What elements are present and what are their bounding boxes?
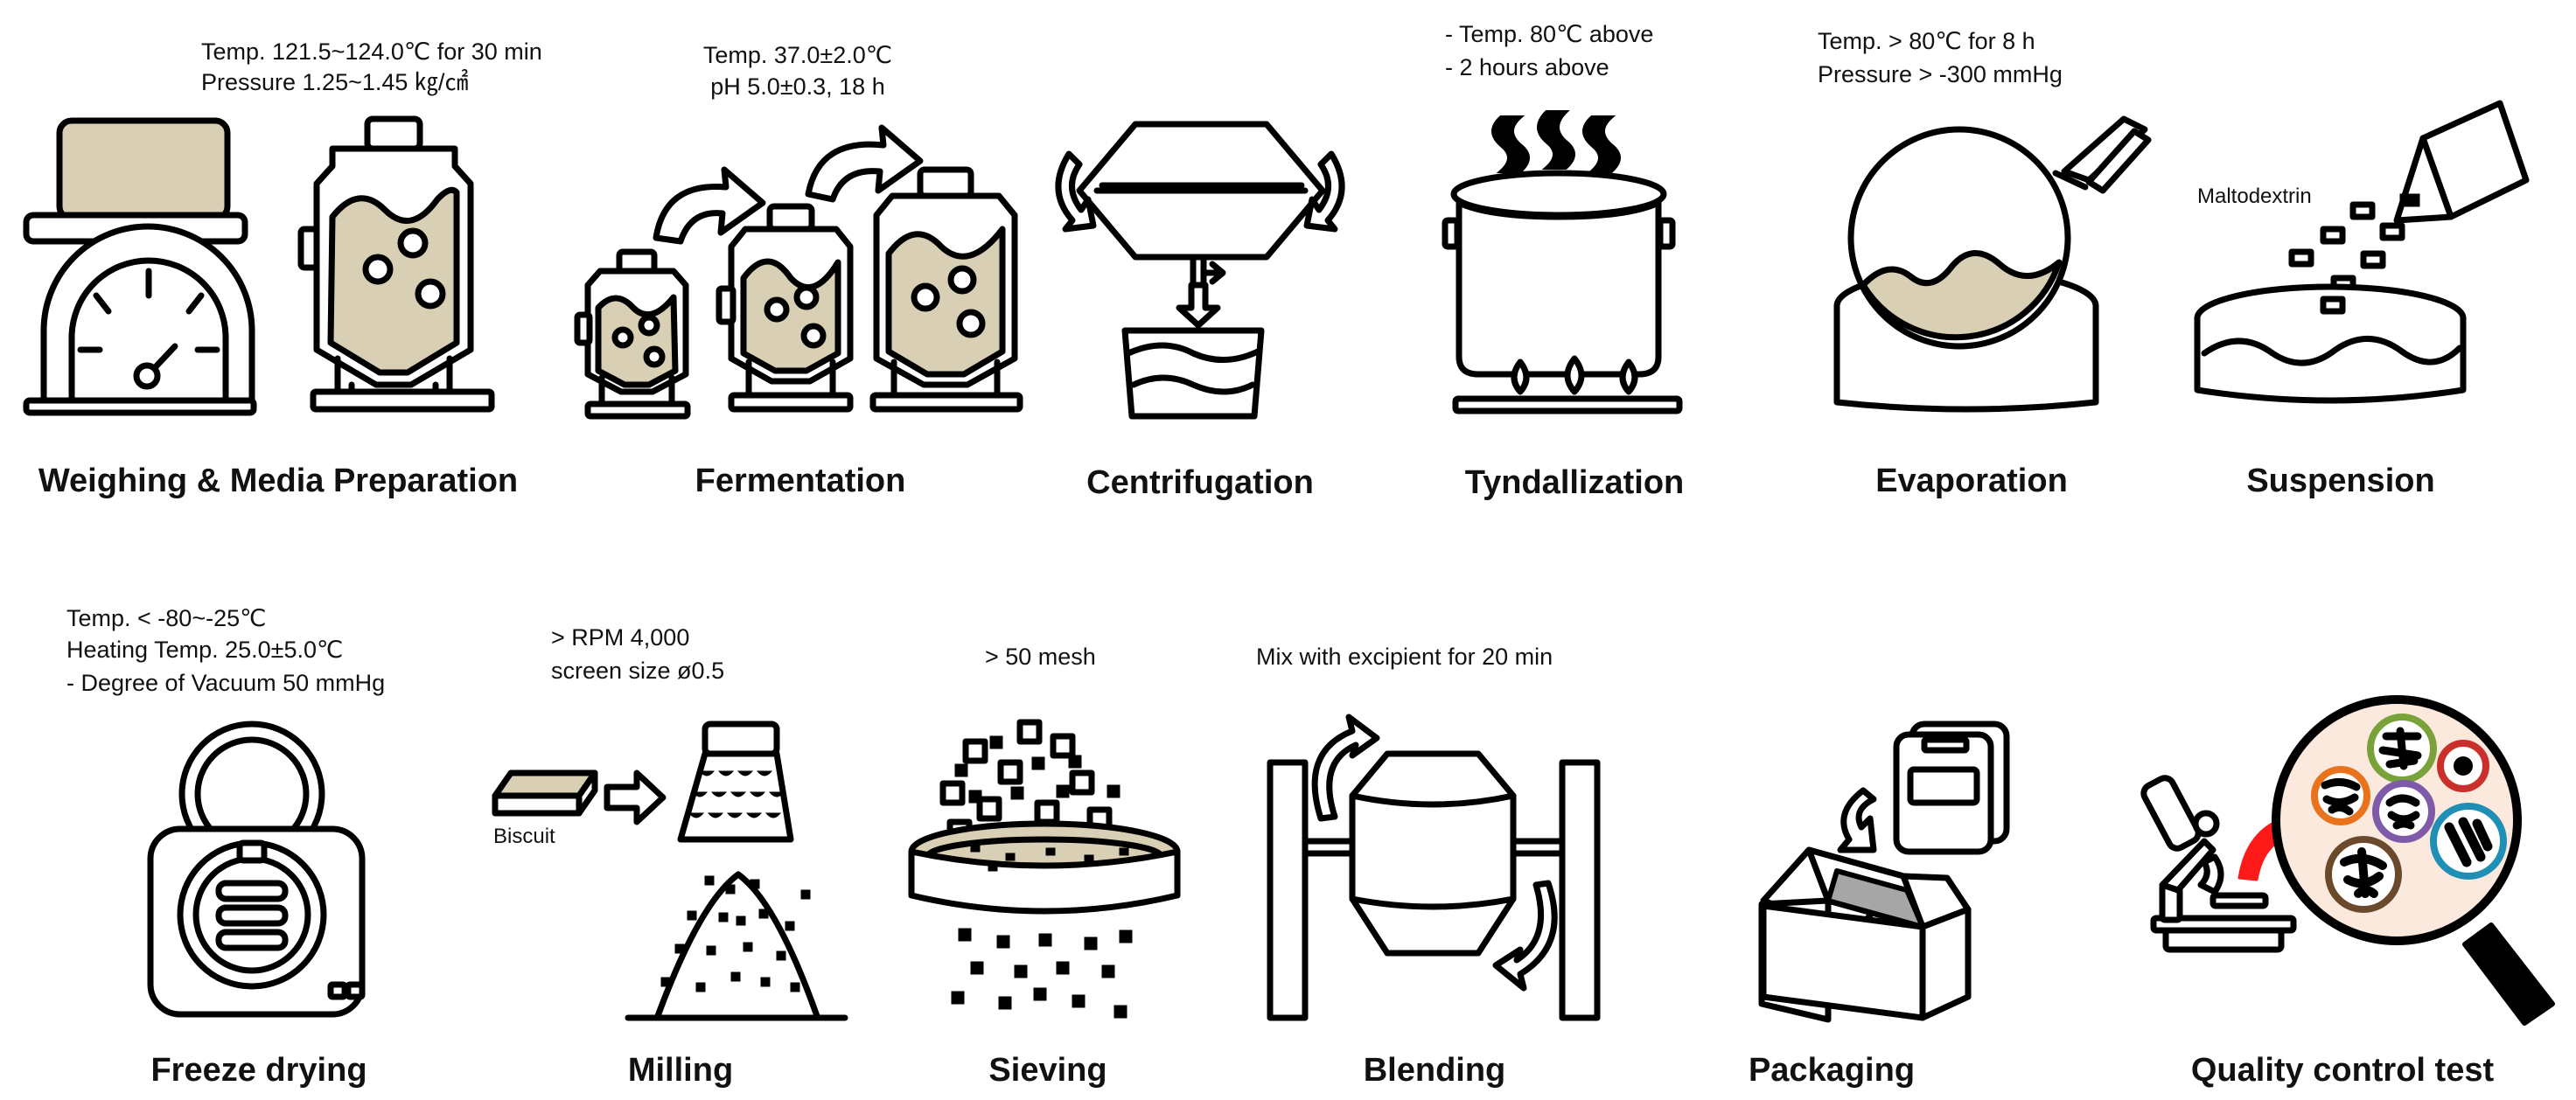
freeze-dryer-icon (147, 721, 366, 1018)
step-5-note-1: Temp. > 80℃ for 8 h (1818, 28, 2035, 54)
step-2-note-1: Temp. 37.0±2.0℃ (703, 42, 892, 68)
colony-brown-icon (2325, 836, 2402, 913)
step-10-note-1: Mix with excipient for 20 min (1256, 644, 1553, 670)
step-tyndallization: - Temp. 80℃ above - 2 hours above Tyndal… (1442, 21, 1685, 501)
step-blending: Mix with excipient for 20 min Blending (1256, 644, 1601, 1089)
step-1-title: Weighing & Media Preparation (38, 463, 518, 499)
biscuit-label: Biscuit (493, 825, 555, 848)
step-4-title: Tyndallization (1465, 464, 1685, 501)
step-1-note-1: Temp. 121.5~124.0℃ for 30 min (201, 38, 542, 65)
step-4-note-1: - Temp. 80℃ above (1445, 21, 1653, 47)
media-tank-icon (297, 115, 495, 413)
step-2-title: Fermentation (695, 463, 906, 499)
colony-orange-icon (2311, 766, 2370, 825)
step-9-title: Sieving (988, 1052, 1106, 1089)
step-10-title: Blending (1364, 1052, 1506, 1089)
step-7-note-3: - Degree of Vacuum 50 mmHg (66, 670, 385, 696)
step-5-note-2: Pressure > -300 mmHg (1818, 61, 2063, 87)
fermenter-medium-icon (716, 203, 854, 413)
step-sieving: > 50 mesh (908, 644, 1181, 1089)
colony-teal-icon (2430, 803, 2507, 880)
step-8-note-1: > RPM 4,000 (551, 624, 689, 651)
grater-icon (677, 721, 794, 843)
step-freeze-drying: Temp. < -80~-25℃ Heating Temp. 25.0±5.0℃… (66, 605, 385, 1089)
step-7-note-2: Heating Temp. 25.0±5.0℃ (66, 637, 343, 663)
step-fermentation: Temp. 37.0±2.0℃ pH 5.0±0.3, 18 h (574, 42, 1023, 499)
colony-green-icon (2367, 714, 2437, 783)
step-6-title: Suspension (2246, 463, 2434, 499)
step-evaporation: Temp. > 80℃ for 8 h Pressure > -300 mmHg… (1818, 28, 2152, 499)
blender-icon (1267, 714, 1601, 1021)
weighing-scale-icon (23, 117, 257, 416)
step-5-title: Evaporation (1875, 463, 2068, 499)
biscuit-icon (492, 769, 598, 817)
step-12-title: Quality control test (2191, 1052, 2495, 1089)
maltodextrin-label: Maltodextrin (2197, 184, 2312, 208)
step-7-note-1: Temp. < -80~-25℃ (66, 605, 266, 631)
fermenter-large-icon (869, 166, 1023, 413)
colony-purple-icon (2372, 780, 2435, 843)
step-quality-control-test: Quality control test (2140, 695, 2555, 1089)
colony-red-icon (2437, 740, 2489, 792)
step-9-note-1: > 50 mesh (985, 644, 1096, 670)
step-8-note-2: screen size ø0.5 (551, 658, 724, 684)
step-7-title: Freeze drying (150, 1052, 367, 1089)
powder-pile-icon (625, 871, 848, 1021)
step-2-note-2: pH 5.0±0.3, 18 h (710, 73, 884, 100)
curved-arrow-icon (805, 124, 924, 203)
microscope-icon (2140, 775, 2297, 953)
packaging-icon (1758, 721, 2010, 1023)
pot-with-steam-icon (1442, 110, 1683, 414)
step-packaging: Packaging (1749, 721, 2010, 1089)
curved-arrow-icon (653, 166, 766, 245)
step-suspension: Maltodextrin Suspension (2194, 100, 2530, 499)
step-centrifugation: Centrifugation (1055, 121, 1345, 501)
rotary-evaporator-icon (1833, 115, 2152, 413)
step-milling: > RPM 4,000 screen size ø0.5 Biscuit (492, 624, 848, 1089)
step-8-title: Milling (628, 1052, 733, 1089)
step-4-note-2: - 2 hours above (1445, 54, 1609, 80)
suspension-bowl-icon (2194, 100, 2530, 404)
step-11-title: Packaging (1749, 1052, 1915, 1089)
sieve-icon (908, 719, 1181, 1019)
step-1-note-2: Pressure 1.25~1.45 ㎏/㎠ (201, 69, 468, 96)
fermenter-small-icon (574, 248, 691, 420)
centrifuge-icon (1055, 121, 1345, 420)
step-3-title: Centrifugation (1086, 464, 1314, 501)
right-arrow-icon (604, 769, 667, 825)
magnifier-icon (2272, 695, 2555, 1026)
step-weighing-media-preparation: Temp. 121.5~124.0℃ for 30 min Pressure 1… (23, 38, 542, 499)
